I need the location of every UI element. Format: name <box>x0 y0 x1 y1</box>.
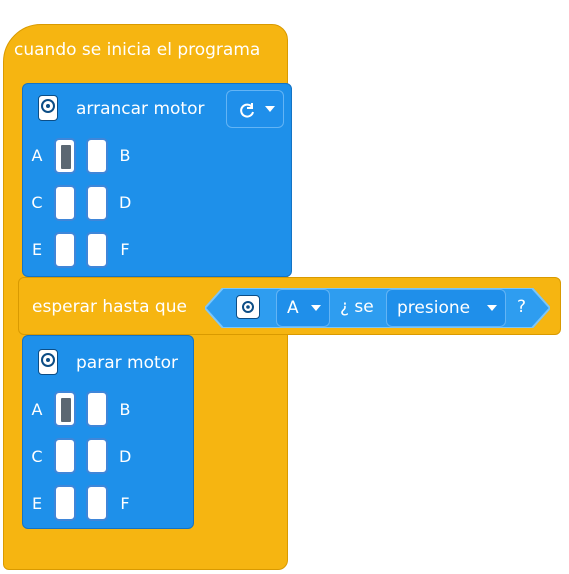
sensor-action-dropdown[interactable]: presione <box>386 289 506 327</box>
chevron-down-icon <box>487 305 497 311</box>
force-sensor-icon <box>236 295 260 319</box>
rotate-clockwise-icon <box>240 103 254 118</box>
port-label-e: E <box>31 494 43 513</box>
port-label-c: C <box>31 193 43 212</box>
port-label-a: A <box>31 400 43 419</box>
program-start-label: cuando se inicia el programa <box>14 40 261 60</box>
port-d-slot[interactable] <box>86 438 108 474</box>
question-suffix: ? <box>517 297 527 317</box>
port-a-slot[interactable] <box>54 391 76 427</box>
sensor-port-label: A <box>287 298 299 318</box>
stop-motor-label: parar motor <box>76 353 179 373</box>
question-prefix: ¿ se <box>340 297 374 317</box>
motor-icon <box>38 349 58 375</box>
direction-dropdown[interactable] <box>226 90 284 128</box>
port-label-a: A <box>31 146 43 165</box>
port-c-slot[interactable] <box>54 438 76 474</box>
sensor-port-dropdown[interactable]: A <box>276 289 330 327</box>
start-motor-label: arrancar motor <box>76 99 205 119</box>
port-label-d: D <box>119 447 132 466</box>
chevron-down-icon <box>311 305 321 311</box>
port-e-slot[interactable] <box>54 232 76 268</box>
port-label-b: B <box>119 146 131 165</box>
port-label-c: C <box>31 447 43 466</box>
port-f-slot[interactable] <box>86 485 108 521</box>
wait-until-label: esperar hasta que <box>32 297 187 317</box>
chevron-down-icon <box>265 106 275 112</box>
port-label-f: F <box>120 240 130 259</box>
port-label-f: F <box>120 494 130 513</box>
port-e-slot[interactable] <box>54 485 76 521</box>
port-b-slot[interactable] <box>86 391 108 427</box>
port-label-d: D <box>119 193 132 212</box>
sensor-action-label: presione <box>397 298 471 318</box>
port-c-slot[interactable] <box>54 185 76 221</box>
port-b-slot[interactable] <box>86 138 108 174</box>
port-f-slot[interactable] <box>86 232 108 268</box>
port-d-slot[interactable] <box>86 185 108 221</box>
port-a-slot[interactable] <box>54 138 76 174</box>
port-label-e: E <box>31 240 43 259</box>
motor-icon <box>38 95 58 121</box>
port-label-b: B <box>119 400 131 419</box>
